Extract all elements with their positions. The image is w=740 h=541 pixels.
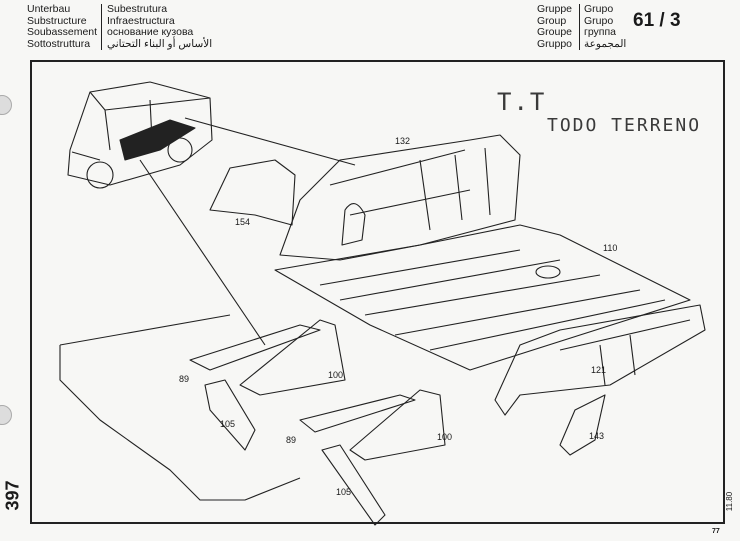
part-label: 110	[603, 243, 618, 253]
page-number: 397	[2, 480, 23, 511]
title-pt: Subestrutura	[107, 3, 168, 15]
part-121-detail	[559, 319, 691, 386]
group-it: Gruppo	[537, 37, 573, 50]
part-label: 154	[235, 217, 251, 227]
title-ar: الأساس أو البناء التحتاني	[107, 37, 213, 50]
group-pt: Grupo	[584, 3, 614, 15]
group-ar: المجموعة	[584, 37, 627, 50]
floor-outline	[59, 314, 301, 501]
part-label: 105	[220, 419, 236, 429]
title-it: Sottostruttura	[27, 37, 91, 50]
edition-date: 11.80	[725, 491, 735, 512]
part-label: 105	[336, 487, 352, 497]
group-block-right: Grupo Grupo группа المجموعة	[579, 3, 627, 50]
part-132	[279, 134, 521, 261]
part-label: 89	[286, 435, 297, 445]
part-label: 132	[395, 136, 411, 146]
title-ru: основание кузова	[107, 26, 194, 38]
title-de: Unterbau	[27, 3, 71, 15]
part-label: 100	[437, 432, 453, 442]
crossmember-group-1	[189, 319, 346, 451]
sheet-number: 77	[712, 528, 720, 535]
title-en: Substructure	[27, 14, 87, 27]
part-143	[559, 394, 606, 456]
handwritten-note-tt: T.T	[497, 88, 547, 116]
leader-line	[184, 117, 356, 166]
group-en: Group	[537, 14, 567, 27]
part-121	[494, 304, 706, 416]
vehicle-thumbnail	[67, 81, 213, 189]
group-de: Gruppe	[537, 3, 573, 15]
group-block-left: Gruppe Group Groupe Gruppo	[537, 3, 573, 50]
title-block-right: Subestrutura Infraestructura основание к…	[101, 3, 213, 50]
part-label: 143	[589, 431, 605, 441]
group-fr: Groupe	[537, 26, 573, 38]
title-block-left: Unterbau Substructure Soubassement Sotto…	[27, 3, 98, 50]
group-es: Grupo	[584, 14, 614, 27]
title-fr: Soubassement	[27, 26, 98, 38]
group-number: 61 / 3	[633, 10, 681, 31]
part-label: 100	[328, 370, 344, 380]
group-ru: группа	[584, 26, 617, 38]
part-154	[209, 159, 296, 226]
title-es: Infraestructura	[107, 14, 175, 27]
handwritten-note-todo-terreno: TODO TERRENO	[547, 115, 702, 136]
part-110	[274, 224, 691, 371]
part-label: 89	[179, 374, 190, 384]
leader-line	[139, 159, 266, 346]
crossmember-group-2	[299, 389, 446, 526]
part-label: 121	[591, 365, 607, 375]
